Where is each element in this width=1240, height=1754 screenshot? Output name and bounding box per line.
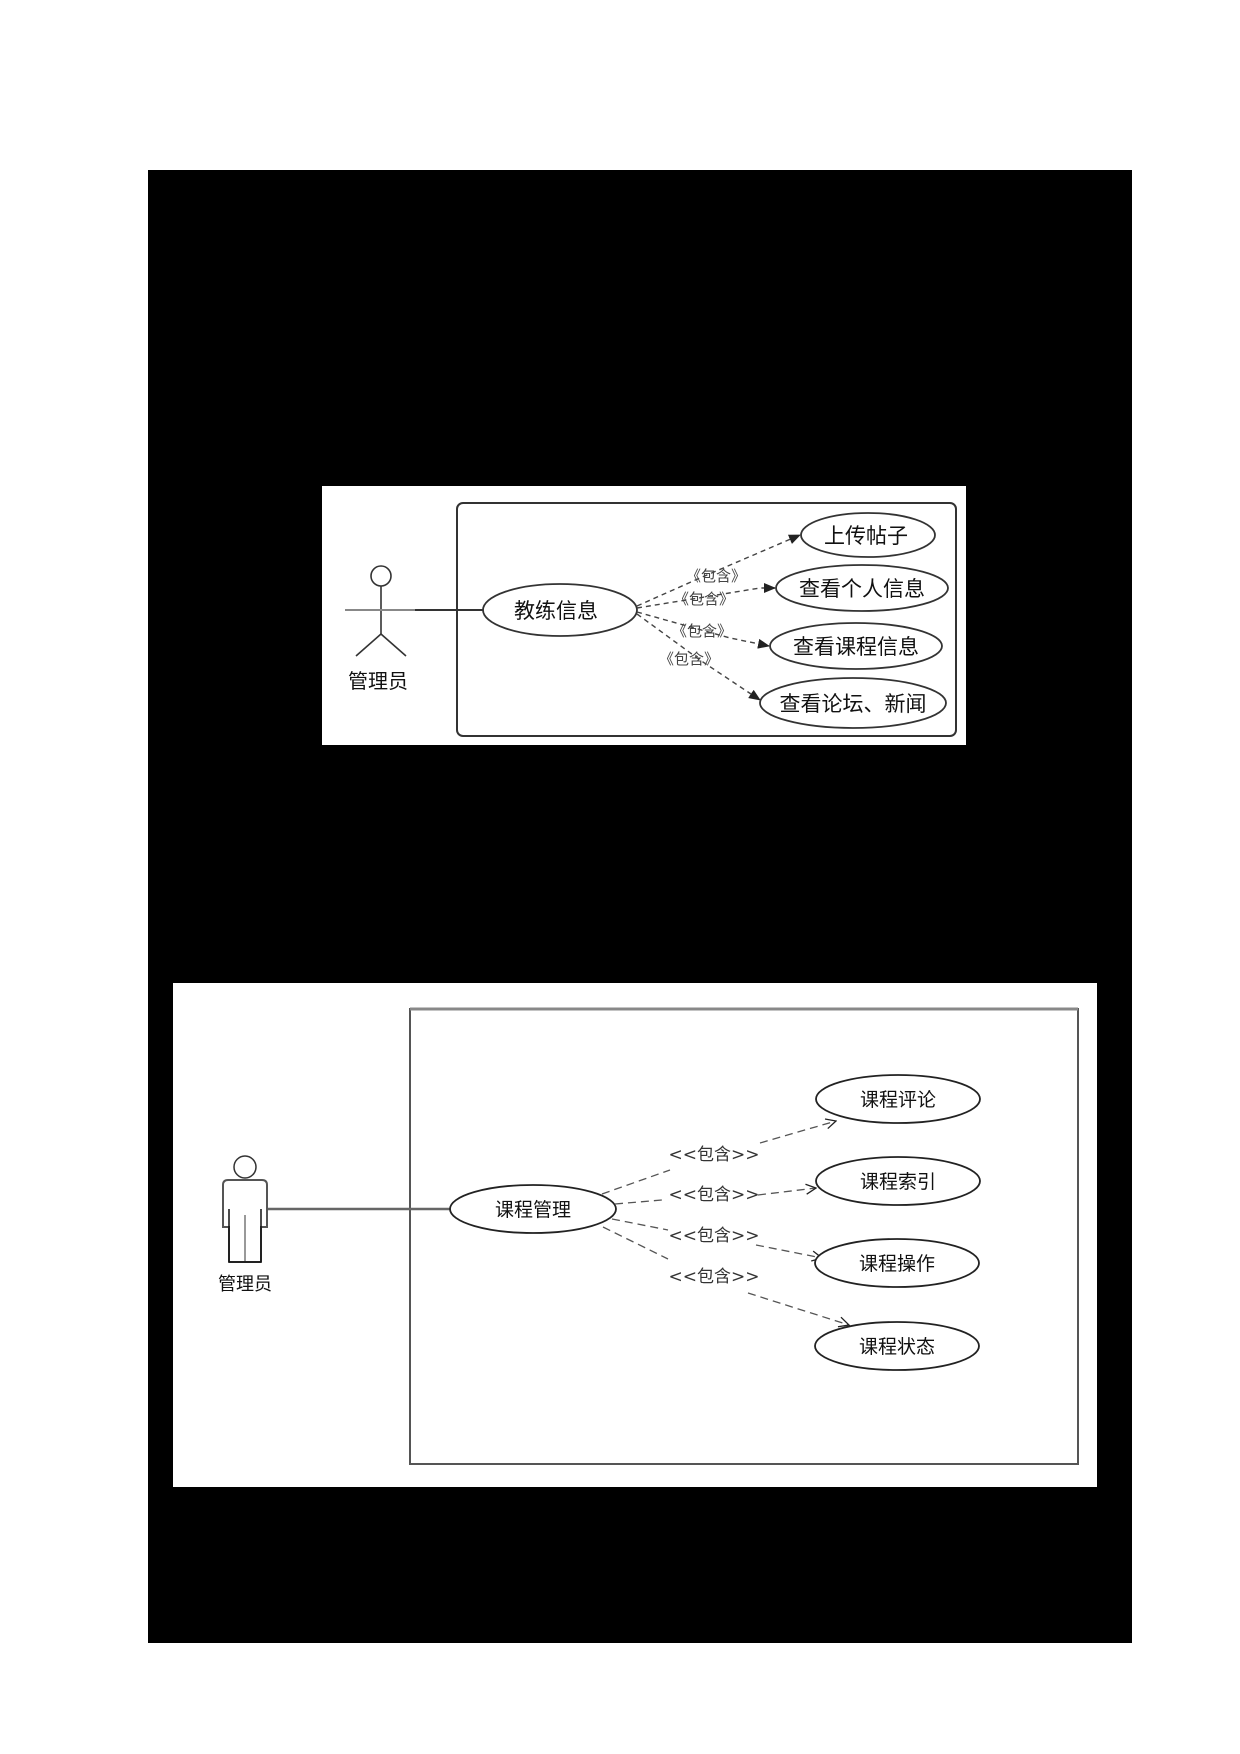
include-stereotype-2: 《包含》 <box>674 590 734 608</box>
use-case-label: 课程索引 <box>860 1171 936 1193</box>
include-arrow-4 <box>602 1226 849 1325</box>
use-case-course-status[interactable]: 课程状态 <box>814 1321 980 1371</box>
diagram2-canvas: 管理员 课程管理 <<包含>> <<包含>> <<包含>> <<包含>> 课程评… <box>218 1007 1079 1465</box>
include-stereotype-3: 《包含》 <box>672 622 732 640</box>
use-case-label: 课程评论 <box>860 1089 936 1111</box>
use-case-course-comments[interactable]: 课程评论 <box>815 1074 981 1124</box>
include-stereotype-2: <<包含>> <box>669 1185 760 1205</box>
use-case-label: 课程管理 <box>495 1199 571 1221</box>
use-case-label: 教练信息 <box>514 599 598 623</box>
use-case-view-course-info[interactable]: 查看课程信息 <box>769 622 943 670</box>
use-case-label: 上传帖子 <box>824 524 908 548</box>
use-case-diagram-course-management: 管理员 课程管理 <<包含>> <<包含>> <<包含>> <<包含>> 课程评… <box>173 983 1097 1487</box>
actor-person-icon <box>222 1155 268 1263</box>
use-case-upload-post[interactable]: 上传帖子 <box>800 512 936 558</box>
use-case-label: 查看课程信息 <box>793 635 919 659</box>
include-stereotype-4: <<包含>> <box>669 1267 760 1287</box>
actor-stick-figure-icon <box>345 565 415 657</box>
system-boundary <box>456 502 957 737</box>
actor-label: 管理员 <box>348 669 408 693</box>
use-case-label: 查看论坛、新闻 <box>780 692 927 716</box>
include-arrow-2 <box>614 1188 816 1205</box>
include-stereotype-4: 《包含》 <box>659 650 719 668</box>
use-case-label: 查看个人信息 <box>799 577 925 601</box>
include-arrow-1 <box>601 1121 836 1195</box>
use-case-course-index[interactable]: 课程索引 <box>815 1156 981 1206</box>
include-arrow-3 <box>611 1218 822 1258</box>
use-case-view-forum-news[interactable]: 查看论坛、新闻 <box>759 677 947 729</box>
use-case-label: 课程操作 <box>859 1253 935 1275</box>
include-stereotype-1: <<包含>> <box>669 1145 760 1165</box>
actor-label: 管理员 <box>218 1274 272 1295</box>
include-stereotype-1: 《包含》 <box>686 567 746 585</box>
diagram1-canvas: 管理员 教练信息 《包含》 《包含》 《包含》 《包含》 上传帖子 查看个人信息 <box>345 502 957 737</box>
use-case-label: 课程状态 <box>859 1336 935 1358</box>
use-case-course-management[interactable]: 课程管理 <box>449 1184 617 1234</box>
use-case-view-personal-info[interactable]: 查看个人信息 <box>775 564 949 612</box>
include-arrow-1 <box>636 534 801 607</box>
include-stereotype-3: <<包含>> <box>669 1226 760 1246</box>
include-arrow-4 <box>636 613 761 701</box>
use-case-course-operations[interactable]: 课程操作 <box>814 1238 980 1288</box>
use-case-coach-info[interactable]: 教练信息 <box>482 583 638 637</box>
use-case-diagram-coach-info: 管理员 教练信息 《包含》 《包含》 《包含》 《包含》 上传帖子 查看个人信息 <box>322 486 966 745</box>
